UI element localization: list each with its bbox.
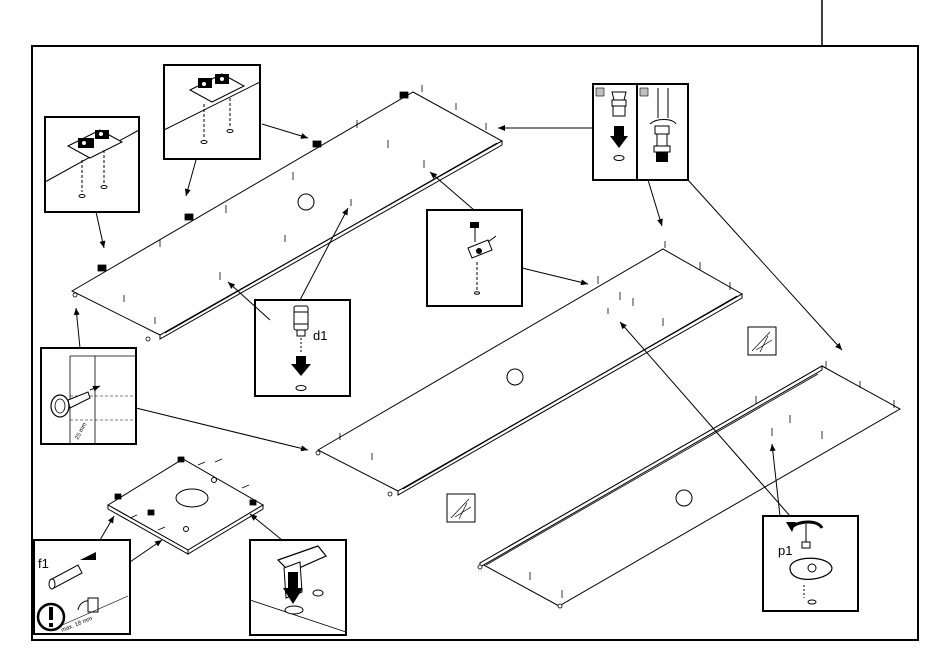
exclamation-in-circle-icon — [38, 604, 64, 630]
detail-shelf-pin-f1: f1 max. 18 mm — [34, 540, 130, 634]
detail-connector-bolt — [427, 210, 522, 306]
detail-hinge-plate-1 — [45, 117, 139, 212]
step-swatch-2 — [640, 88, 648, 96]
detail-hinge-plate-2 — [164, 65, 260, 159]
detail-edge-pin: 25 mm — [41, 348, 136, 444]
callout-p1: p1 — [778, 543, 792, 558]
callout-d1: d1 — [313, 328, 327, 343]
detail-dowel-d1: d1 — [255, 300, 350, 396]
swatch-bottom — [447, 494, 475, 522]
small-shelf — [108, 459, 263, 554]
swatch-middle — [748, 327, 776, 355]
step-swatch-1 — [596, 88, 604, 96]
detail-cam-fitting — [593, 84, 688, 180]
detail-lever-press — [250, 540, 346, 635]
callout-f1: f1 — [38, 556, 49, 571]
detail-clip-p1: p1 — [763, 516, 858, 611]
